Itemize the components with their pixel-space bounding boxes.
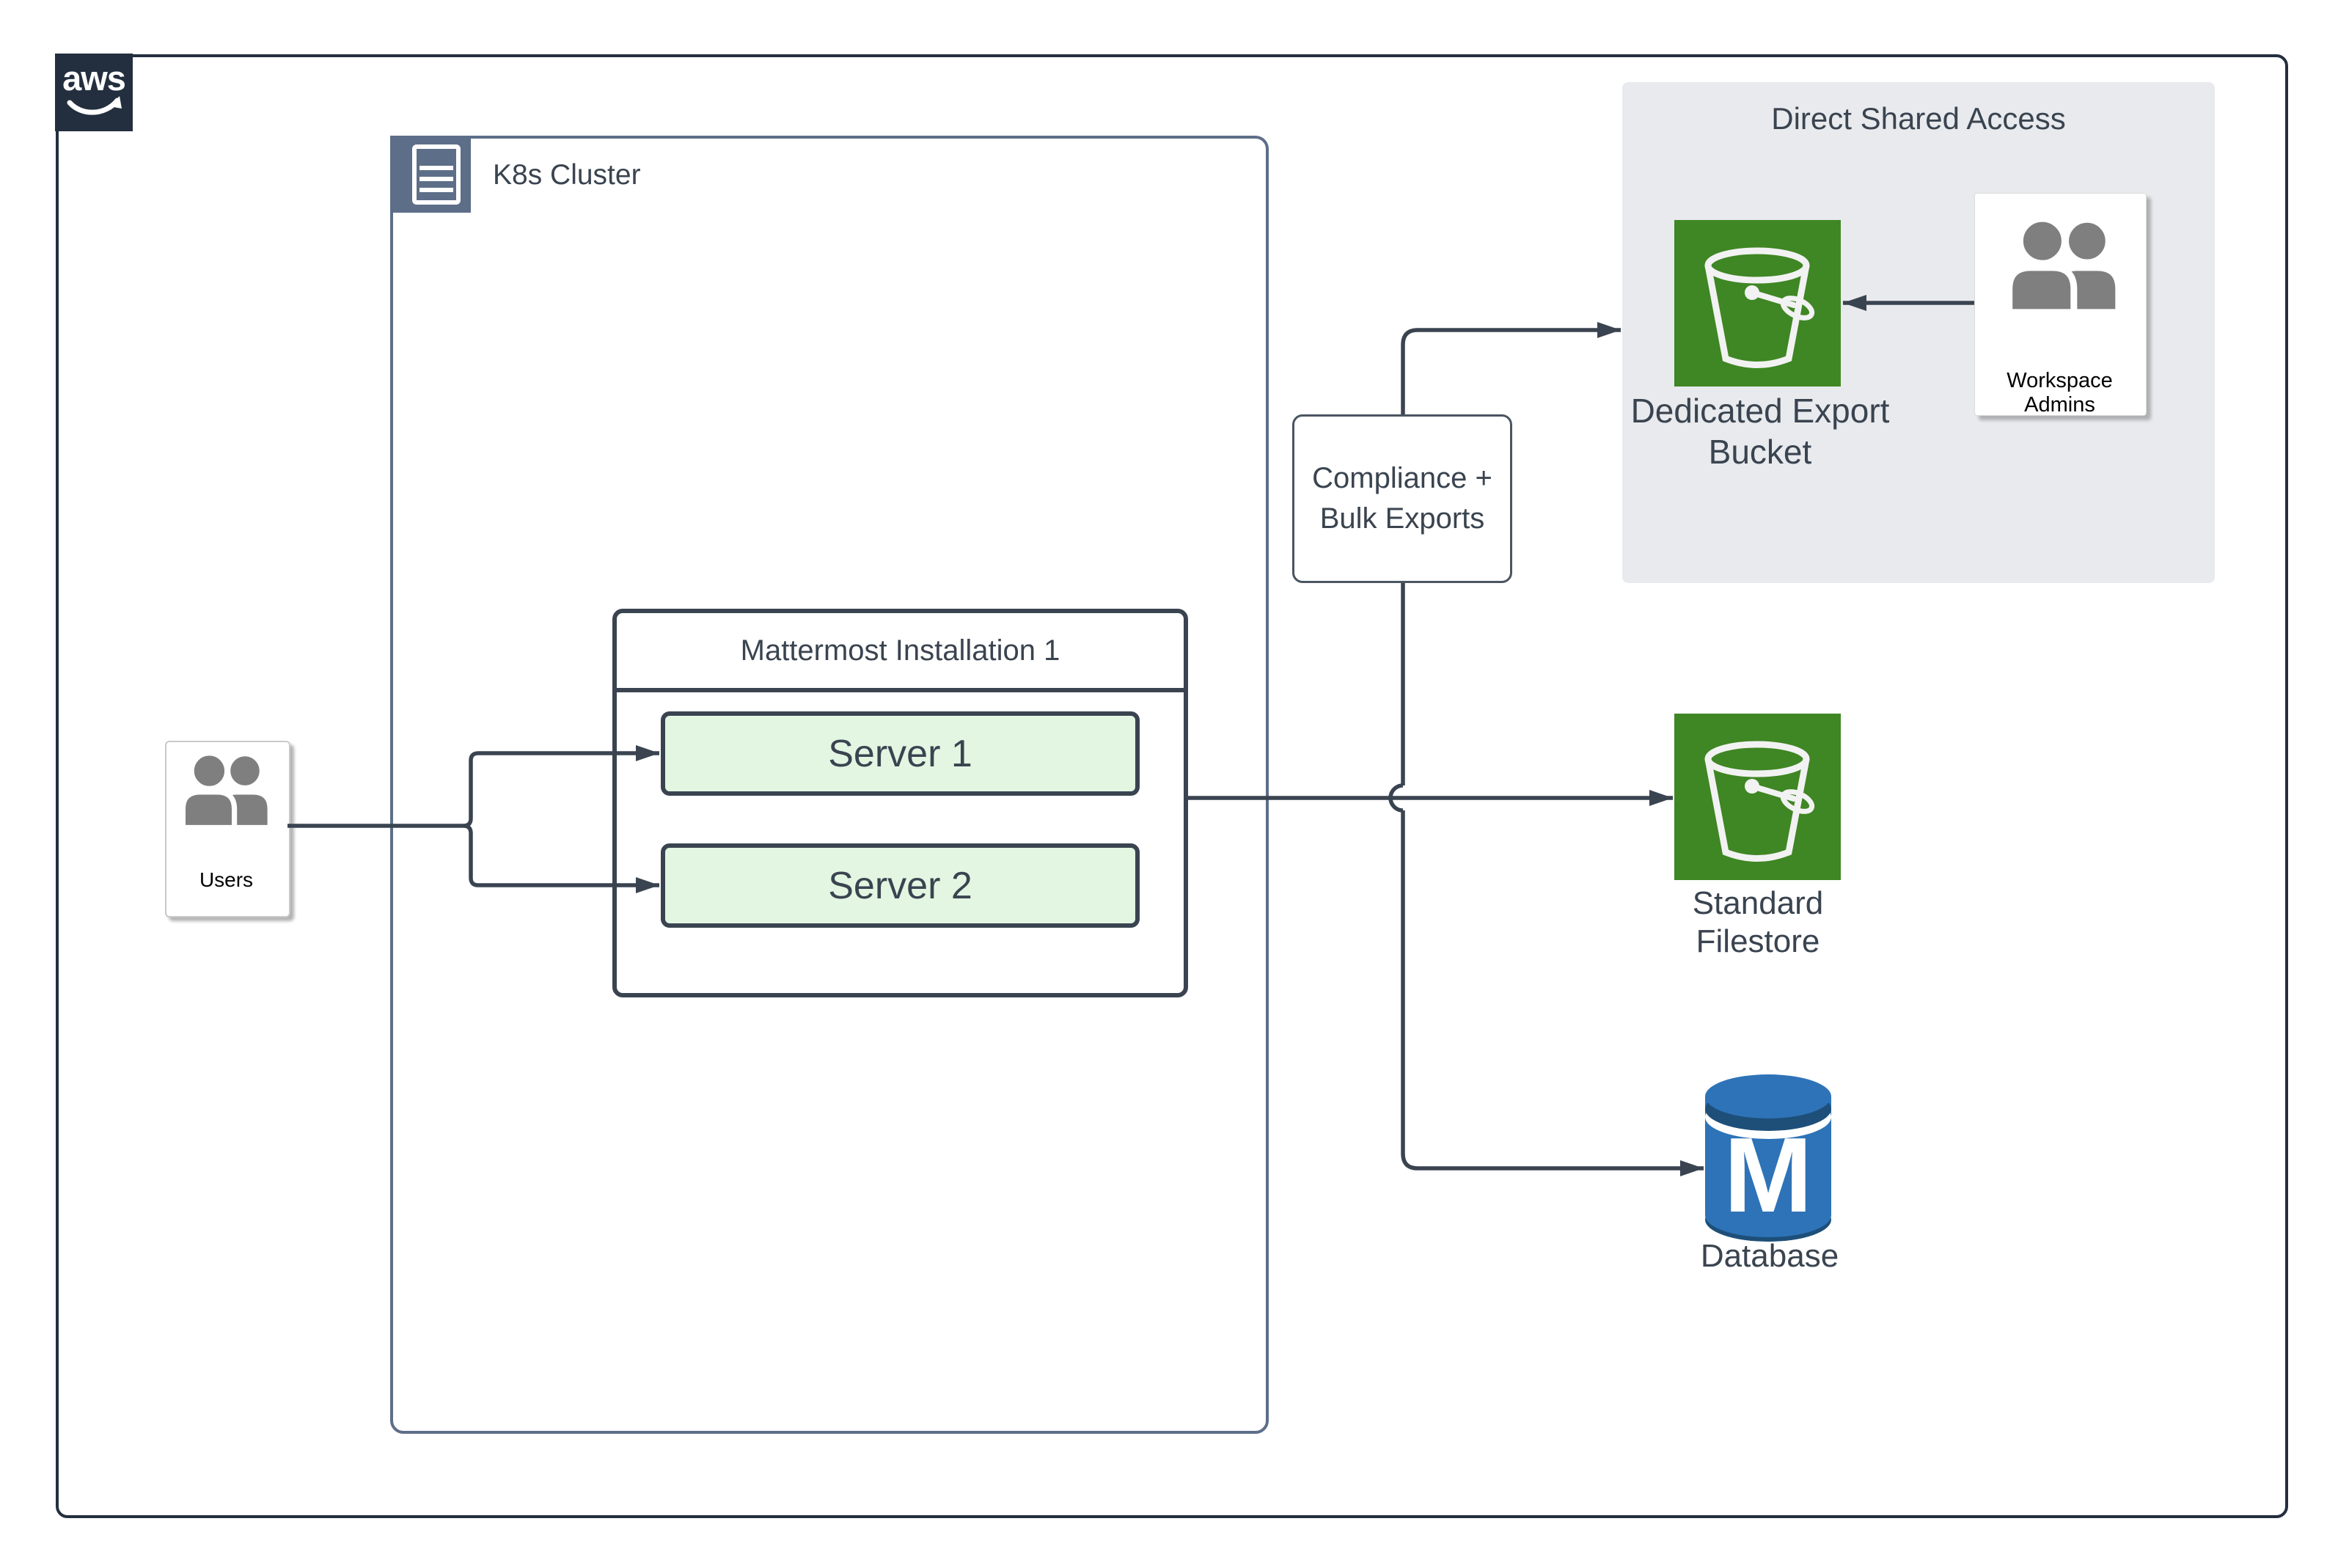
k8s-cluster-corner-badge [390, 136, 471, 213]
users-label: Users [199, 868, 254, 891]
connector-users-to-server1 [287, 745, 659, 828]
k8s-cluster-label: K8s Cluster [493, 159, 641, 191]
workspace-admins-label: Workspace Admins [2007, 369, 2113, 417]
k8s-cluster-box[interactable] [390, 136, 1269, 1434]
connector-trunk-to-database [1401, 810, 1704, 1176]
aws-smile-icon [67, 96, 122, 115]
aws-cloud-boundary[interactable] [56, 54, 2288, 1518]
server-rack-icon [412, 144, 461, 205]
compliance-line2: Bulk Exports [1319, 502, 1485, 535]
aws-logo: aws [55, 54, 133, 131]
database-label: Database [1700, 1238, 1839, 1274]
standard-filestore-label: Standard Filestore [1692, 885, 1824, 959]
mattermost-installation-title: Mattermost Installation 1 [617, 613, 1184, 692]
compliance-line1: Compliance + [1312, 462, 1492, 494]
aws-logo-text: aws [62, 59, 126, 98]
users-icon [180, 750, 273, 831]
workspace-admins-icon [2006, 215, 2122, 316]
connector-line-jump [1388, 783, 1404, 813]
server-1-node[interactable]: Server 1 [661, 711, 1140, 796]
connector-users-to-server2 [463, 824, 659, 893]
mattermost-installation-box[interactable]: Mattermost Installation 1 Server 1 Serve… [612, 609, 1188, 997]
standard-filestore-icon[interactable] [1674, 714, 1841, 880]
dedicated-export-bucket-label: Dedicated Export Bucket [1630, 392, 1890, 471]
dedicated-export-bucket-icon[interactable] [1674, 220, 1841, 386]
direct-shared-access-title: Direct Shared Access [1771, 101, 2066, 136]
database-monogram: M [1724, 1115, 1813, 1234]
server-2-node[interactable]: Server 2 [661, 843, 1140, 928]
database-icon[interactable]: M [1705, 1074, 1831, 1242]
connector-trunk-to-export-bucket [1401, 322, 1621, 785]
compliance-bulk-exports-node[interactable]: Compliance + Bulk Exports [1292, 414, 1512, 583]
